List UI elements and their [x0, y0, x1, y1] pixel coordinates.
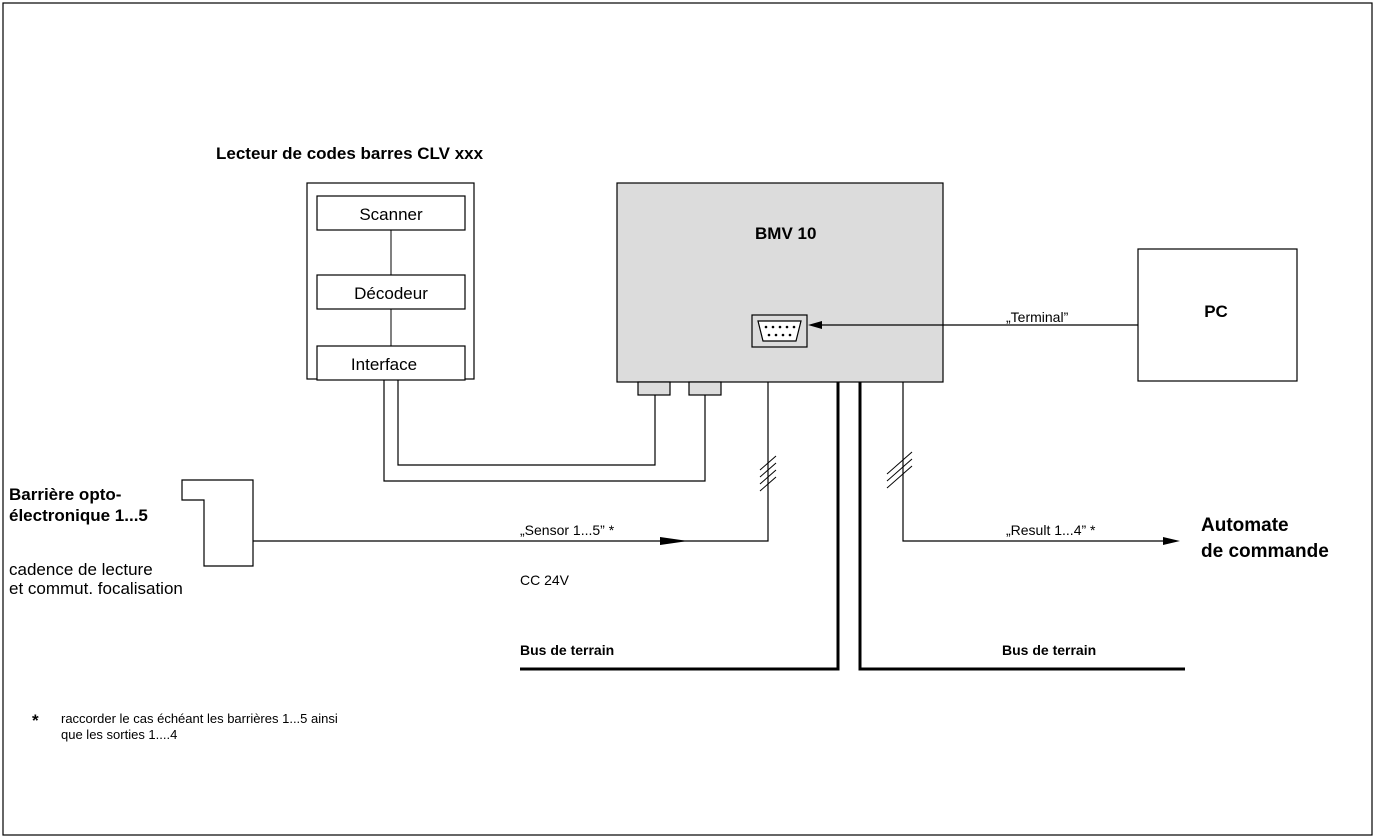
footnote-line1: raccorder le cas échéant les barrières 1…: [61, 711, 338, 726]
barrier-title-line2: électronique 1...5: [9, 506, 148, 525]
reader-cable-outer: [383, 380, 706, 482]
interface-block: [316, 345, 466, 381]
db9-icon: [757, 320, 802, 342]
bus-label-left: Bus de terrain: [520, 642, 614, 658]
sensor-label: „Sensor 1...5” *: [520, 522, 615, 538]
barrier-title-line1: Barrière opto-: [9, 485, 121, 504]
result-label: „Result 1...4” *: [1006, 522, 1096, 538]
sensor-multiwire-marks: [759, 455, 777, 492]
terminal-arrowhead: [808, 321, 822, 329]
barrier-sensor-icon: [181, 479, 254, 567]
footnote-line2: que les sorties 1....4: [61, 727, 177, 742]
barrier-desc-line2: et commut. focalisation: [9, 579, 183, 598]
connector-left: [637, 381, 671, 396]
result-line: [902, 382, 1166, 542]
power-label: CC 24V: [520, 572, 570, 588]
connector-right: [688, 381, 722, 396]
sensor-line: [253, 382, 769, 542]
pc-box: [1137, 248, 1298, 382]
bus-line-right: [858, 382, 1185, 671]
result-arrowhead: [1163, 537, 1180, 545]
barrier-desc-line1: cadence de lecture: [9, 560, 153, 579]
reader-title: Lecteur de codes barres CLV xxx: [216, 144, 484, 163]
interface-label: Interface: [351, 355, 417, 374]
db9-pins: [764, 325, 796, 337]
bmv-box: [616, 182, 944, 383]
terminal-label: „Terminal”: [1006, 309, 1069, 325]
scanner-block: [316, 195, 466, 231]
bus-line-left: [520, 382, 840, 671]
sensor-arrowhead: [660, 537, 688, 545]
result-multiwire-marks: [886, 451, 913, 489]
automate-line1: Automate: [1201, 515, 1289, 536]
bus-label-right: Bus de terrain: [1002, 642, 1096, 658]
reader-cable-inner: [397, 380, 656, 466]
bmv-label: BMV 10: [755, 224, 816, 243]
automate-line2: de commande: [1201, 541, 1329, 562]
decoder-block: [316, 274, 466, 310]
decoder-label: Décodeur: [354, 284, 428, 303]
scanner-label: Scanner: [359, 205, 423, 224]
pc-label: PC: [1204, 302, 1228, 321]
footnote-star: *: [32, 711, 39, 730]
